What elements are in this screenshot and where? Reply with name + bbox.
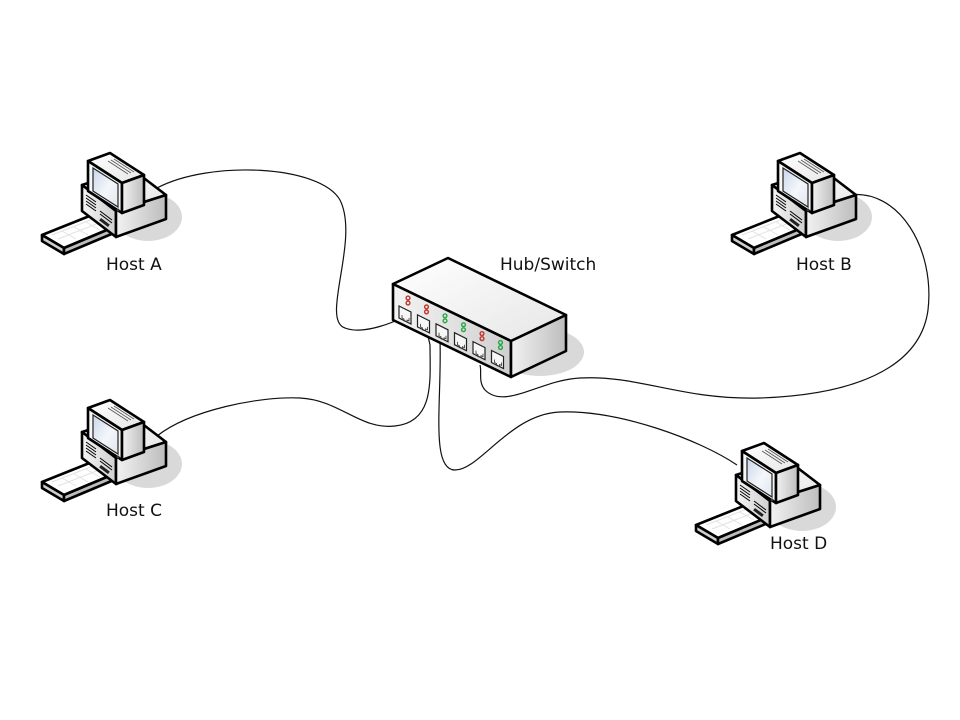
switch-port-3[interactable] xyxy=(435,313,449,343)
port-led-green xyxy=(497,344,504,351)
switch-ports xyxy=(398,295,505,370)
port-led-red xyxy=(423,304,430,310)
port-led-red xyxy=(405,295,411,301)
cable-host-a xyxy=(156,169,403,331)
switch-port-4[interactable] xyxy=(453,322,468,352)
port-led-red xyxy=(479,331,485,337)
host-a-label: Host A xyxy=(106,255,162,275)
switch-port-6[interactable] xyxy=(490,339,505,370)
port-led-green xyxy=(460,322,467,328)
port-led-red xyxy=(405,300,411,306)
switch-label: Hub/Switch xyxy=(500,255,596,275)
switch-port-5[interactable] xyxy=(472,331,486,361)
cable-host-c xyxy=(156,335,431,437)
host-b[interactable] xyxy=(730,151,874,256)
computer-icon xyxy=(730,151,874,256)
switch-port-1[interactable] xyxy=(398,295,412,325)
cable-host-d xyxy=(438,339,738,471)
port-led-green xyxy=(497,339,504,346)
port-led-green xyxy=(442,318,448,324)
host-c-label: Host C xyxy=(106,501,162,521)
cable-host-b xyxy=(479,193,930,399)
host-d-label: Host D xyxy=(770,534,827,554)
port-led-green xyxy=(442,313,448,319)
port-led-red xyxy=(423,309,430,315)
computer-icon xyxy=(40,151,184,256)
switch-port-2[interactable] xyxy=(416,304,431,334)
host-b-label: Host B xyxy=(796,255,852,275)
host-a[interactable] xyxy=(40,151,184,256)
switch-side xyxy=(509,313,568,379)
port-led-red xyxy=(479,336,485,342)
host-d[interactable] xyxy=(694,441,838,546)
host-c[interactable] xyxy=(40,398,184,503)
hub-switch[interactable] xyxy=(391,256,584,379)
port-led-green xyxy=(460,327,467,333)
computer-icon xyxy=(40,398,184,503)
computer-icon xyxy=(694,441,838,546)
